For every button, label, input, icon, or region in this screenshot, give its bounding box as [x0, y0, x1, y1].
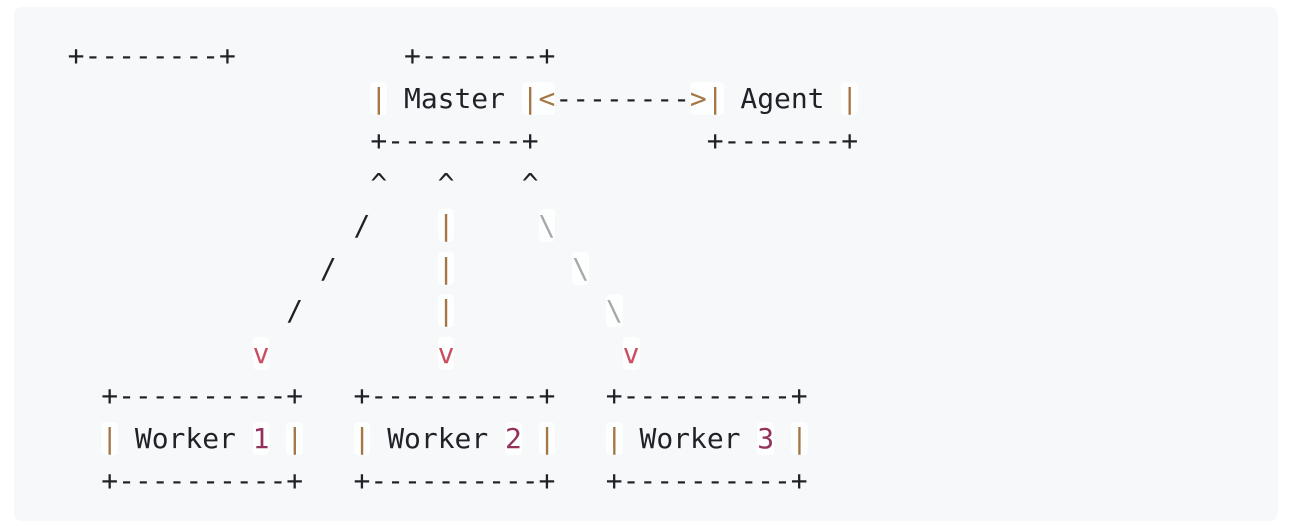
ascii-line: v v v	[34, 333, 1278, 376]
ascii-segment-ink: +----------+ +----------+ +----------+	[34, 379, 808, 412]
ascii-segment-gray: \	[605, 294, 623, 327]
ascii-segment-rose: v	[437, 336, 455, 370]
ascii-line: ^ ^ ^	[34, 163, 1278, 206]
ascii-segment-ink: Master	[387, 81, 522, 115]
code-block-panel: +--------+ +-------+ | Master |<--------…	[14, 7, 1278, 521]
ascii-segment-ink	[34, 82, 370, 115]
ascii-line: | Master |<-------->| Agent |	[34, 78, 1278, 121]
ascii-segment-ink: ^ ^ ^	[34, 166, 539, 200]
ascii-segment-ink	[454, 294, 605, 327]
ascii-line: +----------+ +----------+ +----------+	[34, 375, 1278, 418]
ascii-line: +--------+ +-------+	[34, 120, 1278, 163]
ascii-line: / | \	[34, 248, 1278, 291]
ascii-segment-brown: |	[538, 421, 556, 455]
ascii-segment-ink: Worker	[370, 421, 505, 455]
ascii-segment-ink: +--------+ +-------+	[34, 124, 859, 157]
ascii-line: +----------+ +----------+ +----------+	[34, 460, 1278, 503]
ascii-segment-ink: /	[34, 209, 438, 242]
ascii-segment-ink: +----------+ +----------+ +----------+	[34, 464, 808, 497]
ascii-line: | Worker 1 | | Worker 2 | | Worker 3 |	[34, 418, 1278, 461]
ascii-segment-ink	[269, 422, 286, 455]
ascii-segment-brown: |	[841, 81, 859, 115]
ascii-segment-ink	[774, 422, 791, 455]
ascii-segment-brown: |	[286, 421, 304, 455]
ascii-segment-brown: |	[101, 421, 119, 455]
ascii-segment-ink: /	[34, 294, 438, 327]
ascii-segment-ink	[555, 422, 605, 455]
ascii-segment-ink	[454, 252, 572, 285]
ascii-line: / | \	[34, 290, 1278, 333]
ascii-segment-brown: |<	[521, 81, 556, 115]
ascii-segment-ink: Worker	[118, 421, 253, 455]
ascii-segment-brown: >|	[689, 81, 724, 115]
ascii-segment-gray: \	[538, 209, 556, 242]
ascii-segment-brown: |	[437, 294, 455, 327]
ascii-line: / | \	[34, 205, 1278, 248]
ascii-segment-brown: |	[790, 421, 808, 455]
ascii-segment-ink	[34, 337, 253, 370]
ascii-diagram: +--------+ +-------+ | Master |<--------…	[34, 35, 1278, 503]
ascii-segment-brown: |	[353, 421, 371, 455]
ascii-segment-ink	[269, 337, 437, 370]
ascii-segment-ink	[454, 337, 622, 370]
ascii-segment-ink	[34, 422, 101, 455]
ascii-segment-ink: Worker	[622, 421, 758, 455]
ascii-segment-brown: |	[437, 251, 455, 285]
ascii-segment-brown: |	[370, 81, 388, 115]
ascii-segment-ink	[522, 422, 539, 455]
ascii-segment-ink: +--------+ +-------+	[34, 39, 556, 72]
ascii-segment-ink: Agent	[723, 81, 842, 115]
ascii-segment-ink: /	[34, 251, 438, 285]
ascii-segment-magenta: 3	[757, 421, 775, 455]
ascii-segment-ink: --------	[555, 81, 690, 115]
ascii-segment-magenta: 2	[504, 421, 522, 455]
ascii-line: +--------+ +-------+	[34, 35, 1278, 78]
ascii-segment-gray: \	[572, 251, 590, 285]
ascii-segment-magenta: 1	[252, 421, 270, 455]
ascii-segment-rose: v	[252, 336, 270, 370]
ascii-segment-brown: |	[605, 421, 623, 455]
ascii-segment-brown: |	[437, 209, 455, 242]
ascii-segment-ink	[303, 422, 353, 455]
ascii-segment-ink	[454, 209, 538, 242]
ascii-segment-rose: v	[622, 336, 640, 370]
